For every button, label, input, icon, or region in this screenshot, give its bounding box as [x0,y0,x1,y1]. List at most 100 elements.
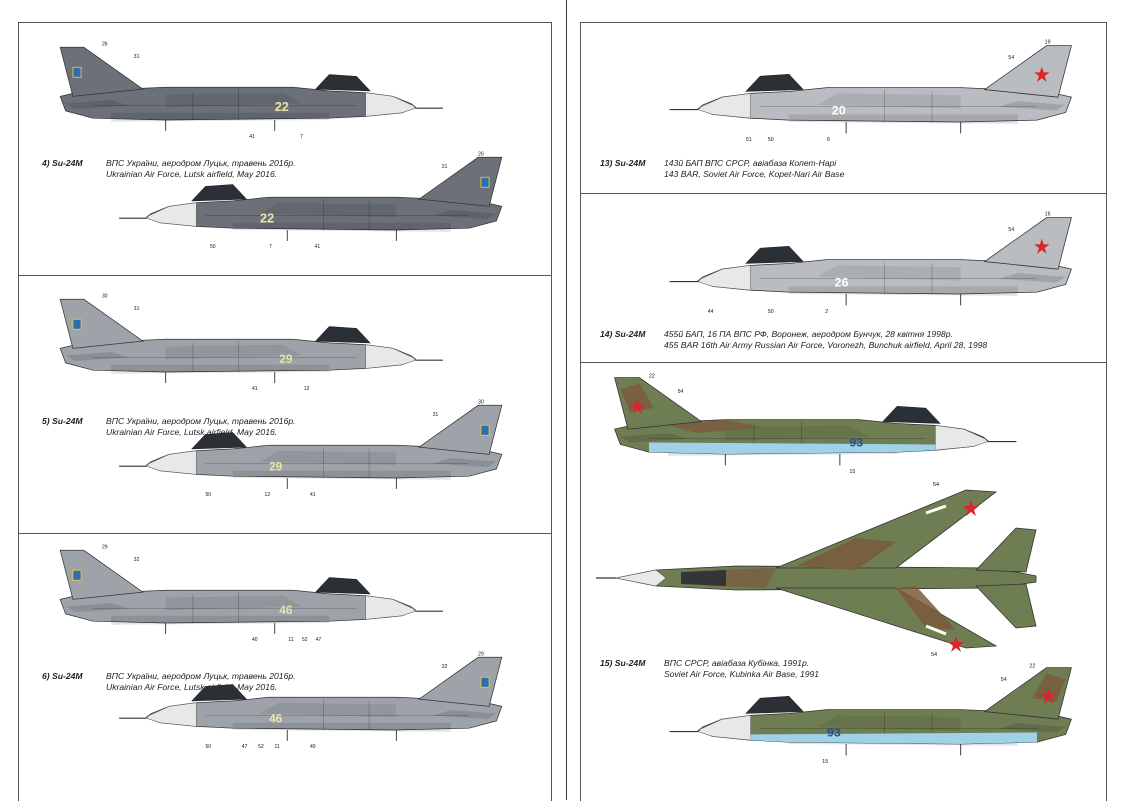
board-number: 93 [849,435,863,449]
page-spine [566,0,567,800]
callout: 40 [310,744,316,750]
callout: 51 [746,137,752,143]
caption-line-en: Ukrainian Air Force, Lutsk airfield, May… [106,427,278,437]
callout: 11 [275,744,280,750]
aircraft-profile-5-right-side: 29 30 31 50 12 41 [118,399,503,498]
aircraft-profile-6-left-side: 46 29 32 40 11 52 47 [59,544,444,643]
caption-line-ua: ВПС України, аеродром Луцьк, травень 201… [106,158,296,168]
profile-title: 6) Su-24M [42,671,83,681]
callout: 31 [134,54,140,60]
board-number: 22 [275,99,289,114]
callout: 52 [258,744,264,750]
callout: 32 [134,557,140,563]
callout: 30 [102,293,108,299]
callout: 15 [822,759,828,765]
callout: 26 [102,41,108,47]
aircraft-profile-15-left-side: 93 22 54 15 [614,374,1018,475]
callout: 16 [1045,212,1051,218]
caption-line-ua: ВПС СРСР, авіабаза Кубінка, 1991р. [664,658,810,668]
red-star-insignia [629,398,646,414]
callout: 50 [205,744,211,750]
callout: 31 [442,164,448,170]
callout: 54 [1008,227,1014,233]
callout: 12 [265,492,271,498]
callout: 47 [316,637,322,643]
callout: 15 [849,469,855,475]
callout: 50 [210,244,216,250]
blue-underside [648,442,936,454]
callout: 54 [1001,677,1007,683]
board-number: 29 [269,460,283,474]
profile-title: 5) Su-24M [42,416,83,426]
callout: 31 [134,306,140,312]
board-number: 20 [832,103,846,117]
callout: 54 [678,389,684,395]
profile-title: 14) Su-24M [600,329,646,339]
callout: 50 [205,492,211,498]
callout: 31 [433,412,439,418]
board-number: 93 [827,725,841,739]
caption-line-en: Soviet Air Force, Kubinka Air Base, 1991 [664,669,820,679]
callout: 2 [825,309,828,315]
callout: 40 [252,637,258,643]
callout: 6 [827,137,830,143]
callout: 11 [288,637,293,643]
board-number: 29 [279,352,293,366]
red-star-insignia [963,500,979,516]
callout: 26 [478,151,484,157]
caption-line-en: 143 BAR, Soviet Air Force, Kopet-Nari Ai… [664,169,845,179]
aircraft-profile-6-right-side: 46 29 32 50 47 52 11 40 [118,651,503,750]
callout: 19 [1045,40,1051,46]
callout: 54 [933,482,939,488]
aircraft-profile-15-plan-view: 54 54 [596,482,1037,658]
callout: 30 [478,399,484,405]
callout: 12 [304,386,310,392]
board-number: 22 [260,211,274,226]
callout: 29 [478,651,484,657]
callout: 22 [1029,664,1035,670]
profile-title: 13) Su-24M [600,158,646,168]
caption-line-en: Ukrainian Air Force, Lutsk airfield, May… [106,169,278,179]
caption-line-en: Ukrainian Air Force, Lutsk airfield, May… [106,682,278,692]
aircraft-profile-5-left-side: 29 30 31 41 12 [59,293,444,392]
callout: 52 [302,637,308,643]
callout: 54 [931,652,937,658]
red-star-insignia [1034,66,1050,82]
aircraft-profile-4-right-side: 22 26 31 50 7 41 [118,151,503,250]
divider [19,533,551,534]
aircraft-profile-13: 20 19 54 51 50 6 [668,40,1072,143]
callout: 41 [315,244,321,250]
ukraine-trident-emblem [72,569,82,581]
aircraft-profile-4-left-side: 22 26 31 7 41 [59,41,444,140]
aircraft-profile-15-right-side: 93 22 54 15 [668,664,1072,765]
caption-line-en: 455 BAR 16th Air Army Russian Air Force,… [664,340,988,350]
callout: 7 [300,134,303,140]
aircraft-profile-14: 26 16 54 44 50 2 [668,212,1072,315]
caption-line-ua: 143й БАП ВПС СРСР, авіабаза Копет-Нарі [664,158,837,168]
callout: 54 [1008,55,1014,61]
callout: 22 [649,374,655,380]
callout: 29 [102,544,108,550]
profile-title: 15) Su-24M [600,658,646,668]
callout: 50 [768,137,774,143]
divider [19,275,551,276]
callout: 7 [269,244,272,250]
profile-title: 4) Su-24M [42,158,83,168]
divider [581,362,1106,363]
callout: 41 [310,492,316,498]
caption-line-ua: ВПС України, аеродром Луцьк, травень 201… [106,416,296,426]
board-number: 46 [279,603,293,617]
red-star-insignia [948,636,964,652]
caption-line-ua: 455й БАП, 16 ПА ВПС РФ, Воронеж, аеродро… [664,329,953,339]
red-star-insignia [1034,238,1050,254]
callout: 47 [242,744,248,750]
caption-line-ua: ВПС України, аеродром Луцьк, травень 201… [106,671,296,681]
ukraine-trident-emblem [72,318,82,330]
callout: 32 [442,664,448,670]
callout: 41 [249,134,255,140]
callout: 50 [768,309,774,315]
callout: 44 [708,309,714,315]
callout: 41 [252,386,258,392]
board-number: 46 [269,712,283,726]
red-star-insignia [1040,688,1057,704]
